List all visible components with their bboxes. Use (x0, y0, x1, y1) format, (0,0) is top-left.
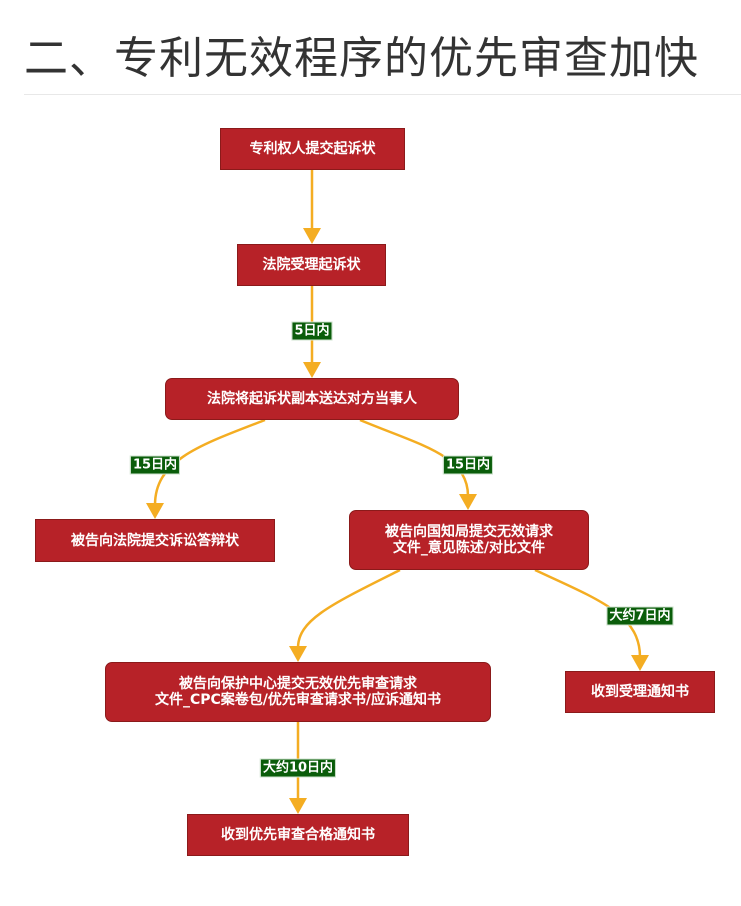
node-receive-priority-approval: 收到优先审查合格通知书 (187, 814, 409, 856)
arrowhead-icon (289, 798, 307, 814)
edge-n3-n5 (359, 418, 470, 497)
arrowhead-icon (303, 228, 321, 244)
node-patentee-files-complaint: 专利权人提交起诉状 (220, 128, 405, 170)
page-title: 二、专利无效程序的优先审查加快 (24, 33, 699, 84)
node-defendant-files-defense: 被告向法院提交诉讼答辩状 (35, 519, 275, 562)
arrowhead-icon (289, 646, 307, 662)
edge-n5-n6 (296, 568, 401, 649)
edge-label-15-days-right: 15日内 (442, 455, 494, 475)
edge-label-about-7-days: 大约7日内 (606, 606, 674, 626)
edge-label-about-10-days: 大约10日内 (259, 758, 337, 778)
arrowhead-icon (303, 362, 321, 378)
arrowhead-icon (146, 503, 164, 519)
edge-n3-n4 (153, 418, 266, 506)
edge-label-15-days-left: 15日内 (129, 455, 181, 475)
node-court-serves-copy: 法院将起诉状副本送达对方当事人 (165, 378, 459, 420)
node-defendant-files-priority-review: 被告向保护中心提交无效优先审查请求 文件_CPC案卷包/优先审查请求书/应诉通知… (105, 662, 491, 722)
node-receive-acceptance-notice: 收到受理通知书 (565, 671, 715, 713)
arrowhead-icon (631, 655, 649, 671)
arrowhead-icon (459, 494, 477, 510)
title-divider (24, 94, 741, 95)
node-court-accepts-complaint: 法院受理起诉状 (237, 244, 386, 286)
node-defendant-files-invalidation: 被告向国知局提交无效请求 文件_意见陈述/对比文件 (349, 510, 589, 570)
edge-label-5-days: 5日内 (291, 321, 333, 341)
